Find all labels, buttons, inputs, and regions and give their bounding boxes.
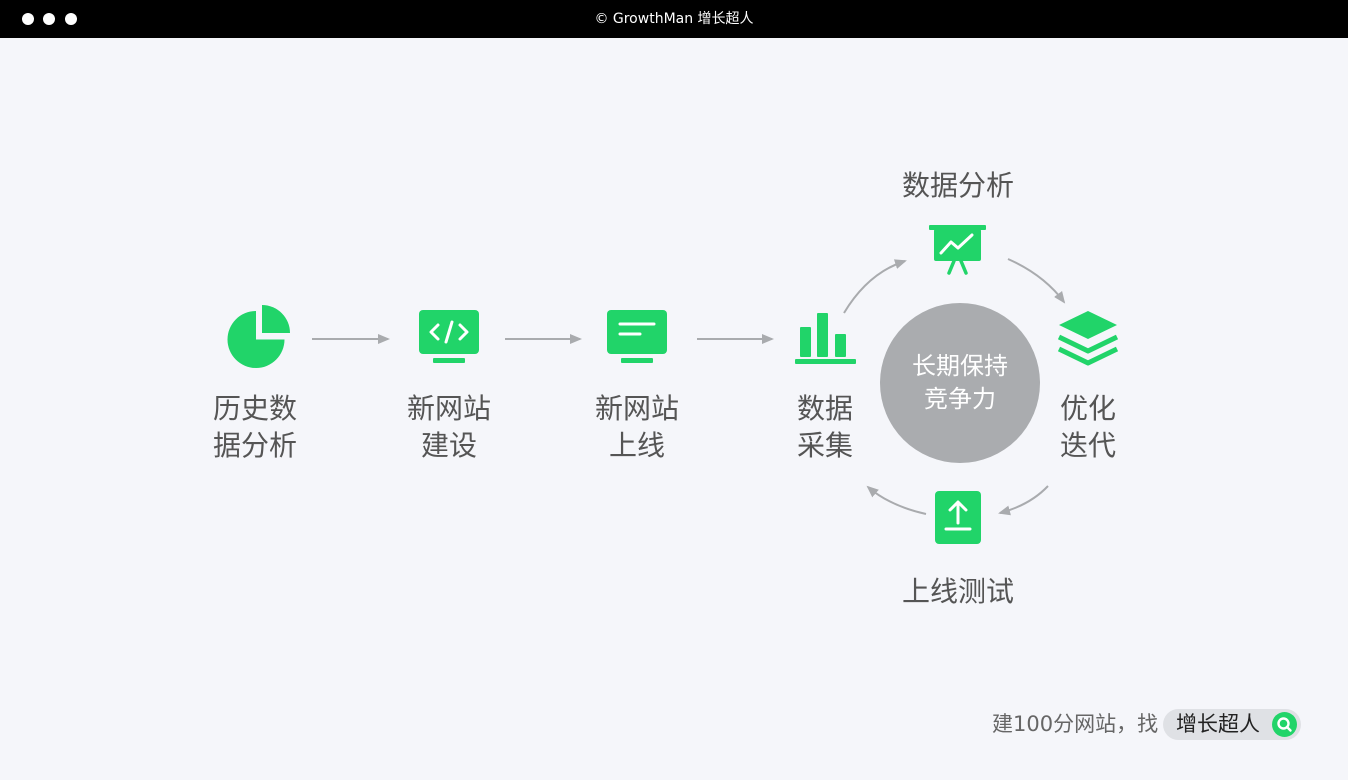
step-label-line: 建设	[420, 429, 477, 462]
step-label-line: 上线	[608, 429, 665, 462]
cycle-arrow	[998, 485, 1049, 516]
layers-icon	[1057, 311, 1119, 366]
window-zoom-dot[interactable]	[65, 13, 77, 25]
brand-search-pill[interactable]: 增长超人	[1163, 709, 1301, 740]
bar-chart-icon	[795, 313, 856, 364]
cycle-label-optimize: 优化 迭代	[1043, 390, 1133, 464]
window-titlebar: © GrowthMan 增长超人	[0, 0, 1348, 38]
step-label-line: 新网站	[406, 392, 491, 425]
footer-tagline: 建100分网站，找	[992, 712, 1159, 736]
brand-name: 增长超人	[1176, 712, 1260, 736]
cycle-label-line: 优化	[1059, 392, 1116, 425]
cycle-label-line: 迭代	[1059, 429, 1116, 462]
step-label-site-build: 新网站 建设	[399, 390, 499, 464]
search-button[interactable]	[1272, 712, 1297, 737]
cycle-arrow	[1007, 258, 1066, 304]
center-goal-circle: 长期保持 竞争力	[880, 303, 1040, 463]
step-label-data-collection: 数据 采集	[780, 390, 870, 464]
search-icon	[1277, 717, 1292, 732]
window-close-dot[interactable]	[22, 13, 34, 25]
window-title: © GrowthMan 增长超人	[594, 11, 754, 27]
pie-chart-icon	[227, 305, 290, 368]
content-monitor-icon	[607, 310, 667, 363]
cycle-label-data-analysis: 数据分析	[901, 169, 1014, 202]
step-label-line: 数据	[796, 392, 853, 425]
step-label-line: 据分析	[212, 429, 297, 462]
upload-icon	[935, 491, 981, 544]
step-label-line: 新网站	[594, 392, 679, 425]
step-label-line: 历史数	[212, 392, 297, 425]
step-label-history-analysis: 历史数 据分析	[205, 390, 305, 464]
cycle-arrow	[843, 259, 907, 314]
code-monitor-icon	[419, 310, 479, 363]
step-label-line: 采集	[796, 429, 853, 462]
presentation-chart-icon	[929, 225, 986, 275]
cycle-arrow	[866, 485, 927, 515]
center-goal-line: 长期保持	[912, 352, 1008, 380]
step-label-site-launch: 新网站 上线	[587, 390, 687, 464]
cycle-label-launch-test: 上线测试	[901, 575, 1014, 608]
window-minimize-dot[interactable]	[43, 13, 55, 25]
center-goal-line: 竞争力	[924, 385, 996, 413]
